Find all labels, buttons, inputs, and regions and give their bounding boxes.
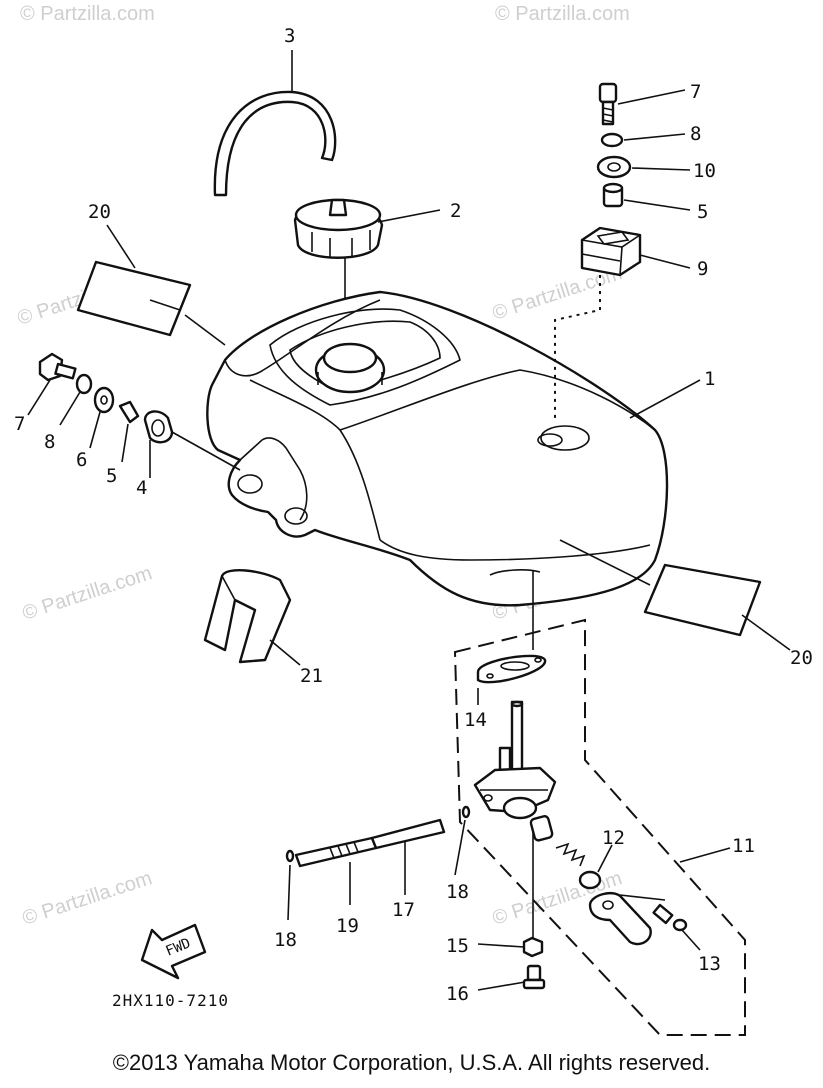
damper-part-4	[143, 410, 174, 444]
hose-clip-part	[203, 569, 292, 664]
callout-7-left: 7	[14, 413, 25, 435]
spring-part	[529, 815, 586, 867]
bolt-part-right	[598, 82, 618, 126]
collar-part-right	[602, 182, 624, 208]
callout-14: 14	[464, 709, 487, 731]
callout-21: 21	[300, 665, 323, 687]
callout-7-right: 7	[690, 81, 701, 103]
callout-8-left: 8	[44, 431, 55, 453]
washer-part-10	[596, 155, 632, 179]
collar-part-left	[118, 400, 140, 424]
callout-18-left: 18	[274, 929, 297, 951]
watermark-top-left: © Partzilla.com	[20, 3, 155, 25]
callout-17: 17	[392, 899, 415, 921]
warning-label-part-left	[76, 260, 192, 337]
copyright-notice: ©2013 Yamaha Motor Corporation, U.S.A. A…	[112, 1050, 711, 1075]
fuel-cock-assembly-boundary	[453, 618, 746, 1036]
screw-part-16	[522, 964, 546, 990]
callout-8-right: 8	[690, 123, 701, 145]
callout-13: 13	[698, 953, 721, 975]
lock-washer-part-left	[75, 373, 93, 395]
callout-10: 10	[693, 160, 716, 182]
damper-part-9	[580, 226, 642, 277]
clip-part-18-left	[285, 849, 295, 863]
nut-part-15	[522, 936, 544, 958]
callout-1: 1	[704, 368, 715, 390]
lever-part	[588, 891, 652, 946]
gasket-part-14	[476, 654, 547, 684]
diagram-code: 2HX110-7210	[112, 991, 229, 1010]
lock-washer-part-right	[600, 132, 624, 148]
callout-3: 3	[284, 25, 295, 47]
callout-16: 16	[446, 983, 469, 1005]
fuel-cap-part	[293, 198, 384, 259]
filter-part-19	[294, 836, 378, 868]
callout-11: 11	[732, 835, 755, 857]
clip-part-18-right	[461, 805, 471, 819]
callout-5-right: 5	[697, 201, 708, 223]
breather-hose-part	[213, 90, 337, 197]
callout-12: 12	[602, 827, 625, 849]
callout-6: 6	[76, 449, 87, 471]
callout-19: 19	[336, 915, 359, 937]
warning-label-part-right	[643, 563, 762, 637]
o-ring-part-12	[578, 870, 602, 890]
callout-2: 2	[450, 200, 461, 222]
watermark-left-lower: © Partzilla.com	[20, 867, 155, 930]
bolt-part-left	[38, 352, 77, 382]
callout-20-left: 20	[88, 201, 111, 223]
callout-9: 9	[697, 258, 708, 280]
forward-arrow: FWD	[140, 923, 207, 980]
callout-15: 15	[446, 935, 469, 957]
callout-5-left: 5	[106, 465, 117, 487]
callout-4: 4	[136, 477, 147, 499]
watermark-top-right: © Partzilla.com	[495, 3, 630, 25]
watermark-left-middle: © Partzilla.com	[20, 562, 155, 625]
fuel-tank-part	[206, 290, 669, 607]
screw-part-13	[652, 903, 688, 932]
pipe-part-17	[370, 818, 446, 850]
callout-18-right: 18	[446, 881, 469, 903]
washer-part-6	[93, 386, 115, 414]
callout-20-right: 20	[790, 647, 813, 669]
callout-labels: 3 2 20 7 8 10 5 9 1 7 8 6 5 4 21 20 14 1…	[14, 25, 813, 1005]
fuel-cock-part	[473, 700, 557, 820]
